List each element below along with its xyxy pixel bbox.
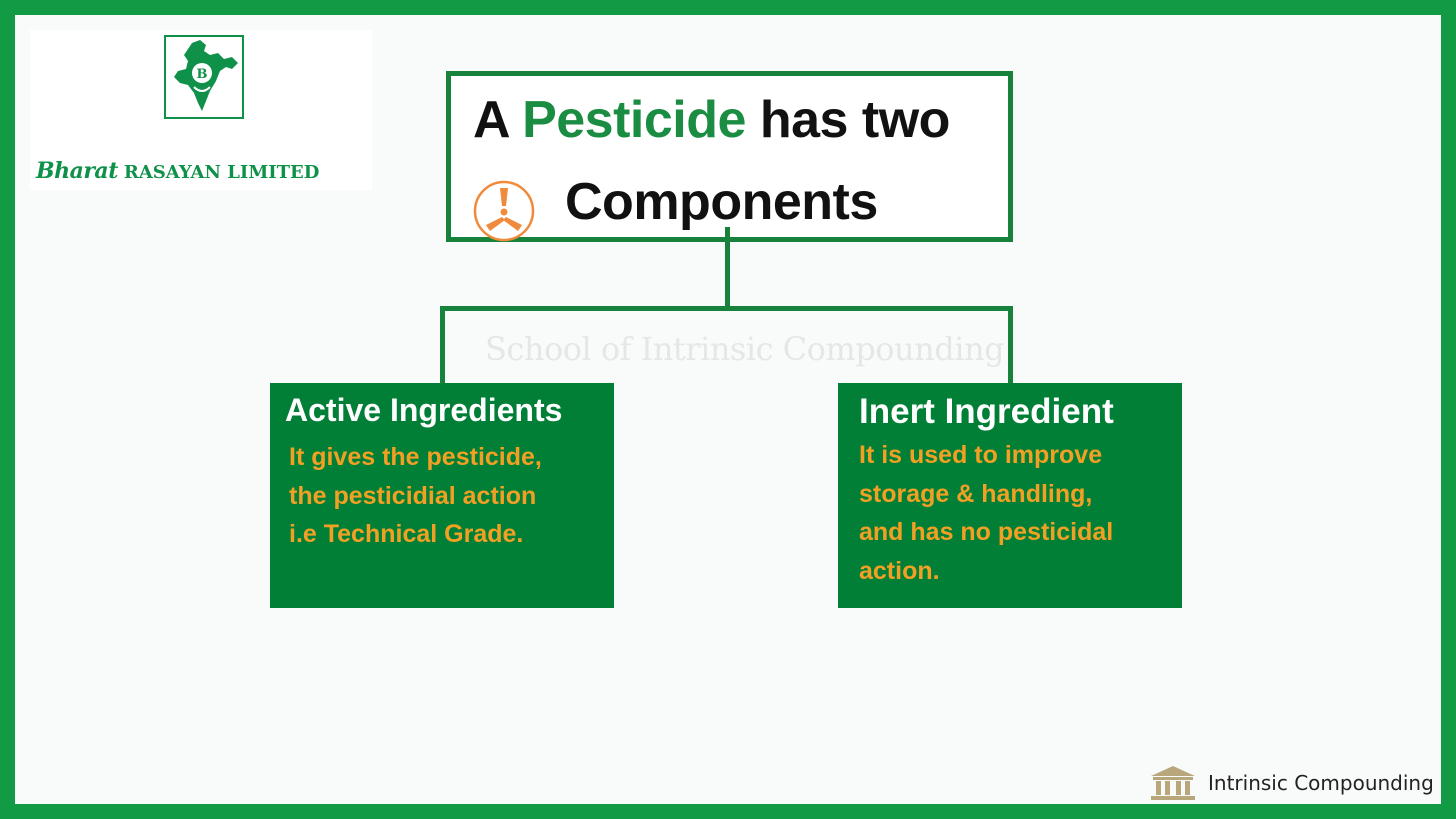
card-description: It gives the pesticide, the pesticidial … bbox=[289, 438, 542, 554]
card-line: action. bbox=[859, 556, 940, 585]
card-title: Active Ingredients bbox=[285, 392, 563, 428]
title-prefix: A bbox=[473, 91, 523, 149]
footer-brand: Intrinsic Compounding bbox=[1148, 763, 1434, 803]
connector-left-drop bbox=[440, 306, 445, 386]
card-line: and has no pesticidal bbox=[859, 518, 1114, 546]
card-line: i.e Technical Grade. bbox=[289, 520, 524, 548]
card-inert-ingredient: Inert Ingredient It is used to improve s… bbox=[838, 383, 1182, 608]
card-active-ingredients: Active Ingredients It gives the pesticid… bbox=[270, 383, 614, 608]
emblem-letter: B bbox=[197, 67, 208, 82]
card-description: It is used to improve storage & handling… bbox=[859, 436, 1113, 590]
title-suffix: has two bbox=[745, 91, 951, 149]
card-line: storage & handling, bbox=[859, 479, 1093, 508]
connector-bar bbox=[440, 306, 1013, 311]
building-icon bbox=[1151, 766, 1195, 800]
card-title: Inert Ingredient bbox=[859, 392, 1114, 431]
connector-right-drop bbox=[1008, 306, 1013, 386]
title-line-2: Components bbox=[565, 173, 878, 231]
watermark-text: School of Intrinsic Compounding bbox=[485, 330, 1005, 368]
card-line: It is used to improve bbox=[859, 441, 1103, 469]
hazard-icon bbox=[473, 180, 535, 242]
card-line: the pesticidial action bbox=[289, 481, 537, 510]
connector-stem bbox=[725, 227, 730, 309]
title-box: A Pesticide has two Components bbox=[446, 71, 1013, 242]
card-line: It gives the pesticide, bbox=[289, 443, 542, 471]
logo-company-suffix: RASAYAN LIMITED bbox=[123, 162, 320, 183]
india-map-emblem-icon: B bbox=[164, 35, 244, 119]
logo-brand-name: Bharat bbox=[36, 158, 118, 184]
footer-label: Intrinsic Compounding bbox=[1208, 771, 1434, 795]
title-highlight: Pesticide bbox=[522, 91, 746, 149]
title-line-1: A Pesticide has two bbox=[473, 90, 950, 150]
